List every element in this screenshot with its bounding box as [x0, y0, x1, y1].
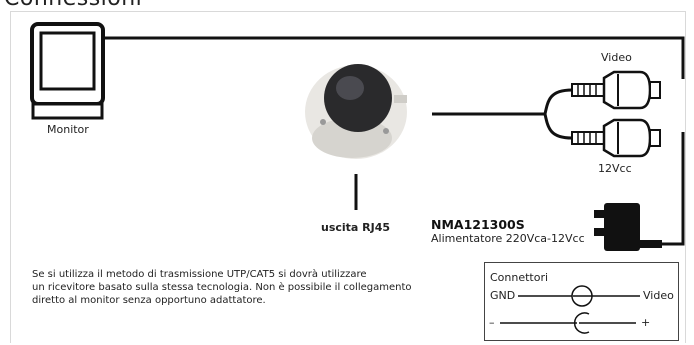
- model-label: NMA121300S: [431, 217, 525, 232]
- monitor-icon: [30, 22, 105, 120]
- note-line-3: diretto al monitor senza opportuno adatt…: [32, 295, 266, 306]
- rj45-label: uscita RJ45: [321, 221, 391, 234]
- video-label: Video: [601, 51, 632, 64]
- power-label: 12Vcc: [598, 162, 632, 175]
- diagram-panel: [10, 11, 686, 343]
- note-line-2: un ricevitore basato sulla stessa tecnol…: [32, 282, 412, 293]
- usage-note: Se si utilizza il metodo di trasmissione…: [32, 268, 482, 307]
- note-line-1: Se si utilizza il metodo di trasmissione…: [32, 269, 367, 280]
- legend-plus-label: +: [641, 316, 651, 329]
- legend-title: Connettori: [490, 271, 549, 284]
- legend-minus-label: –: [489, 316, 495, 329]
- adapter-cable: [662, 132, 685, 246]
- splitter: [543, 88, 573, 140]
- dome-camera-image: [305, 64, 407, 159]
- legend-symbols: [500, 285, 640, 334]
- legend-video-label: Video: [643, 289, 674, 302]
- monitor-cable: [103, 36, 685, 79]
- page-title: Connessioni: [4, 0, 142, 11]
- monitor-label: Monitor: [47, 123, 89, 136]
- legend-gnd-label: GND: [490, 289, 516, 302]
- power-adapter-icon: [594, 203, 662, 251]
- connectors-legend: [484, 262, 679, 341]
- adapter-label: Alimentatore 220Vca-12Vcc: [431, 232, 585, 245]
- video-connector: [571, 70, 661, 110]
- power-connector: [571, 118, 661, 158]
